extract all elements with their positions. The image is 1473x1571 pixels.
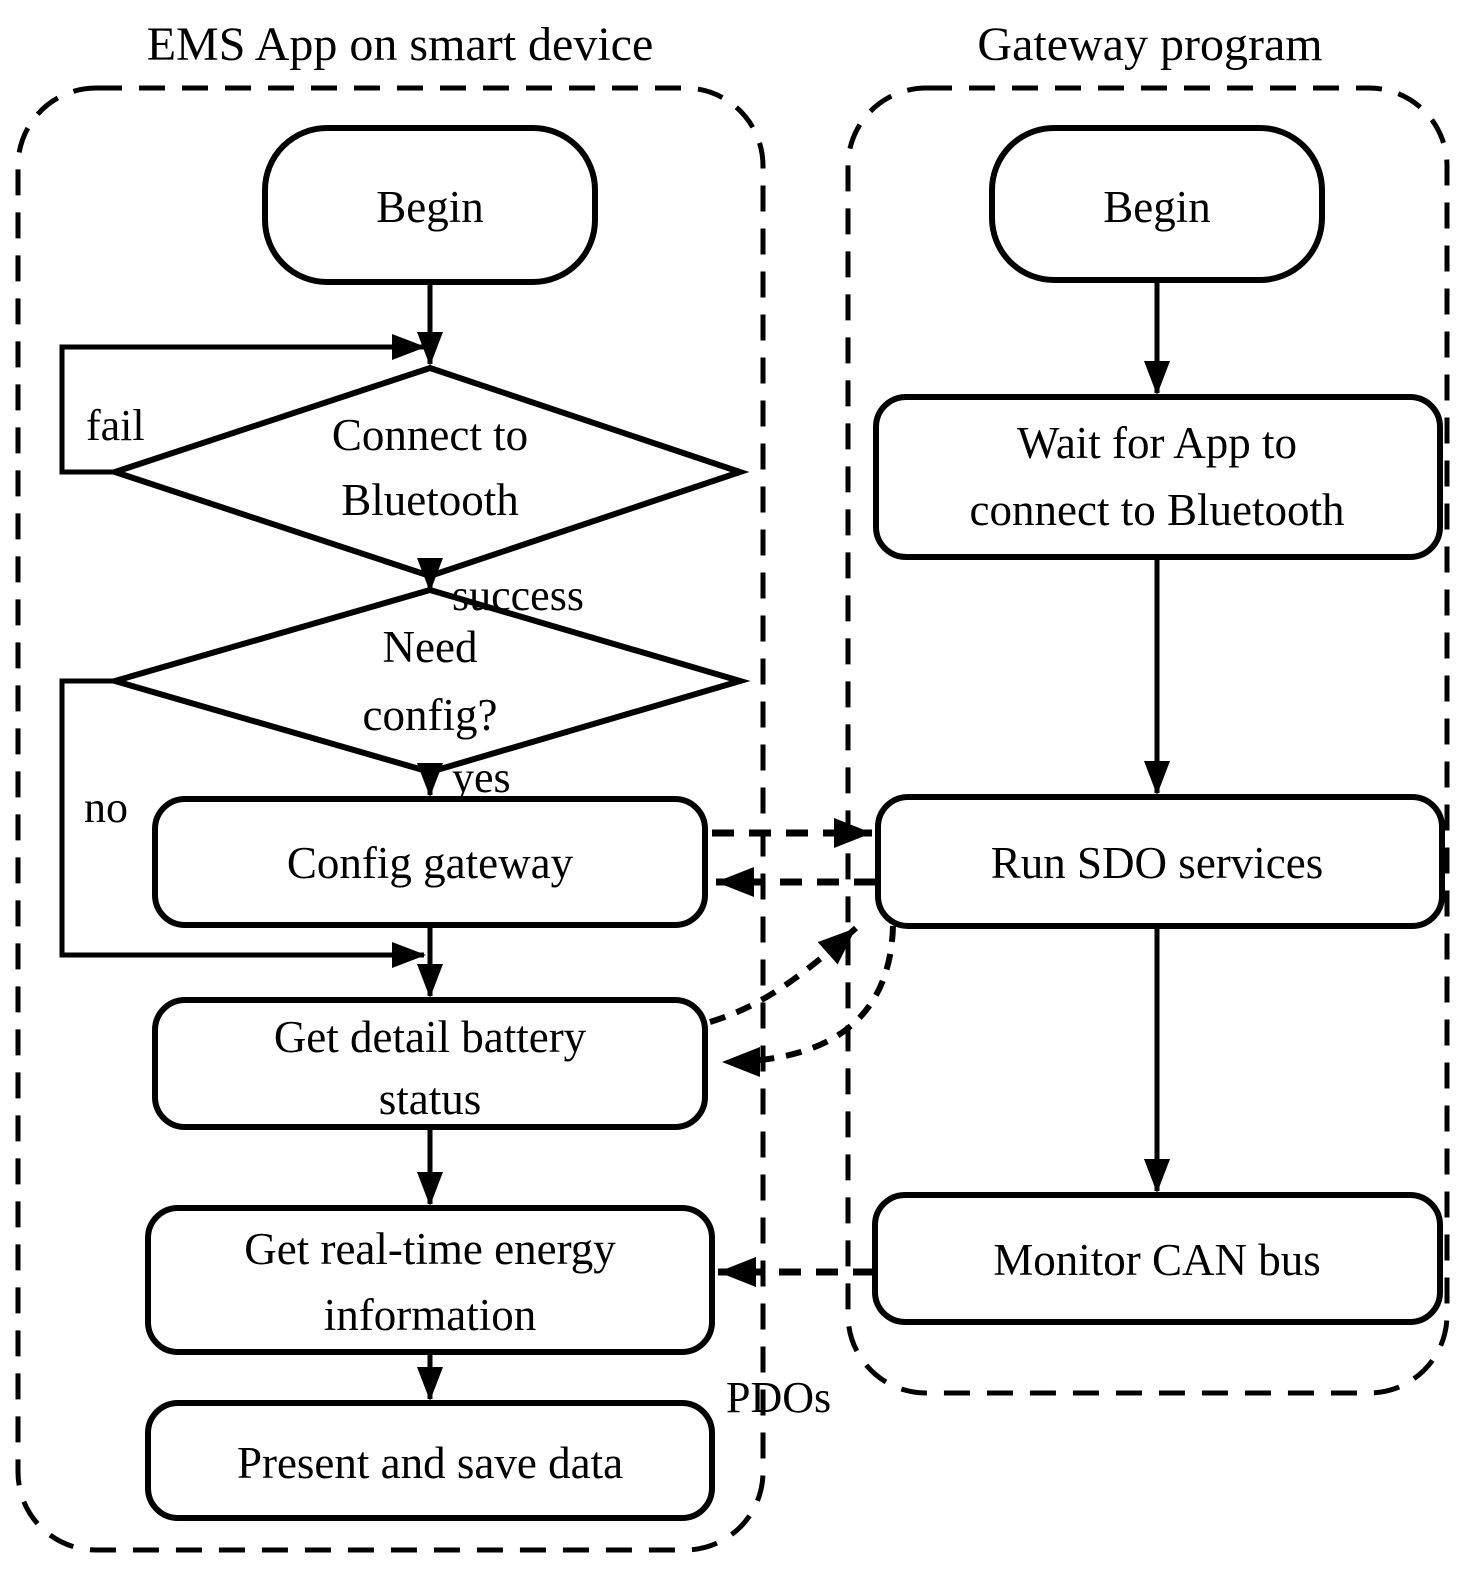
run-sdo-services-label: Run SDO services <box>991 838 1323 888</box>
right-begin-node: Begin <box>989 125 1325 283</box>
battery-to-sdo-dashed-curve-connector <box>709 925 858 1025</box>
success-branch-label: success <box>452 571 584 620</box>
left-lane-container <box>15 85 766 1553</box>
config-gateway-process: Config gateway <box>152 796 708 928</box>
right-lane-title: Gateway program <box>977 18 1322 71</box>
left-begin-label: Begin <box>376 182 484 232</box>
get-battery-status-process: Get detail battery status <box>152 997 708 1130</box>
wait-for-app-label-line1: Wait for App to <box>1017 418 1297 468</box>
fail-branch-label: fail <box>86 401 145 450</box>
no-bypass-connector <box>59 678 426 968</box>
left-begin-node: Begin <box>262 125 598 285</box>
fail-loop-connector <box>59 334 426 475</box>
connect-bluetooth-label-line1: Connect to <box>332 410 528 460</box>
right-lane-container <box>845 85 1450 1396</box>
connect-bluetooth-decision: Connect to Bluetooth <box>105 364 750 580</box>
wait-for-app-process: Wait for App to connect to Bluetooth <box>873 394 1443 560</box>
connect-bluetooth-label-line2: Bluetooth <box>341 475 519 525</box>
run-sdo-services-process: Run SDO services <box>875 794 1445 929</box>
need-config-label-line1: Need <box>383 622 478 672</box>
present-save-data-process: Present and save data <box>145 1400 715 1521</box>
no-branch-label: no <box>84 783 128 832</box>
left-lane-title: EMS App on smart device <box>147 18 654 71</box>
wait-for-app-label-line2: connect to Bluetooth <box>970 485 1345 535</box>
get-energy-info-label-line2: information <box>324 1290 536 1340</box>
sdo-to-battery-dashed-curve-connector <box>721 925 896 1077</box>
monitor-can-bus-process: Monitor CAN bus <box>872 1192 1443 1325</box>
yes-branch-label: yes <box>452 753 511 802</box>
pdos-label: PDOs <box>726 1373 831 1422</box>
need-config-label-line2: config? <box>363 690 498 740</box>
get-battery-status-label-line1: Get detail battery <box>274 1012 587 1062</box>
get-energy-info-label-line1: Get real-time energy <box>244 1224 616 1274</box>
monitor-can-bus-label: Monitor CAN bus <box>993 1235 1321 1285</box>
present-save-data-label: Present and save data <box>237 1438 623 1488</box>
need-config-decision: Need config? <box>104 586 751 776</box>
right-begin-label: Begin <box>1103 182 1211 232</box>
get-battery-status-label-line2: status <box>379 1074 482 1124</box>
get-energy-info-process: Get real-time energy information <box>145 1205 715 1355</box>
config-gateway-label: Config gateway <box>287 838 574 888</box>
